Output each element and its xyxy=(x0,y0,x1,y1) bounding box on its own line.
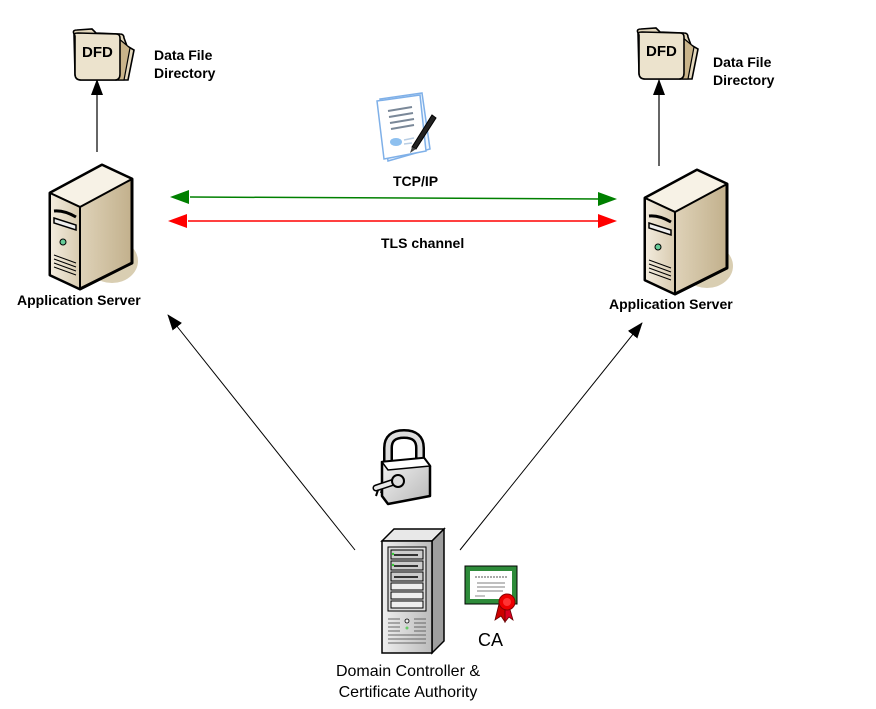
server-left-label: Application Server xyxy=(17,292,141,308)
tcpip-label: TCP/IP xyxy=(393,173,439,189)
tcpip-arrowhead-right xyxy=(598,192,617,206)
tls-connection xyxy=(168,214,617,228)
padlock-key-icon xyxy=(372,428,432,506)
tls-arrowhead-left xyxy=(168,214,187,228)
server-tower-icon xyxy=(48,163,138,291)
tcpip-connection xyxy=(170,190,617,206)
dfd-right-label-line1: Data File xyxy=(713,54,772,70)
certificate-icon xyxy=(464,565,518,624)
domain-controller-label: Domain Controller & Certificate Authorit… xyxy=(316,661,500,703)
dfd-right-label: Data File Directory xyxy=(713,53,774,89)
dfd-left-label: Data File Directory xyxy=(154,46,215,82)
arrow-dc-to-server-right xyxy=(459,322,643,551)
server-right-label: Application Server xyxy=(609,296,733,312)
arrow-dc-to-server-left xyxy=(167,314,356,551)
tls-label: TLS channel xyxy=(381,235,465,251)
dfd-left-icon-text: DFD xyxy=(82,44,113,61)
dfd-left-label-line2: Directory xyxy=(154,65,216,81)
dfd-right-icon-text: DFD xyxy=(646,43,677,60)
domain-controller-label-line1: Domain Controller & xyxy=(335,663,481,680)
tcpip-arrowhead-left xyxy=(170,190,189,204)
folder-icon xyxy=(72,28,135,81)
document-pen-icon xyxy=(376,92,437,162)
ca-label: CA xyxy=(478,630,504,650)
rack-server-icon xyxy=(380,527,446,655)
server-tower-icon xyxy=(643,168,733,296)
folder-icon xyxy=(636,27,699,80)
dfd-left-label-line1: Data File xyxy=(154,47,213,63)
domain-controller-label-line2: Certificate Authority xyxy=(338,684,478,701)
tls-arrowhead-right xyxy=(598,214,617,228)
dfd-right-label-line2: Directory xyxy=(713,72,775,88)
